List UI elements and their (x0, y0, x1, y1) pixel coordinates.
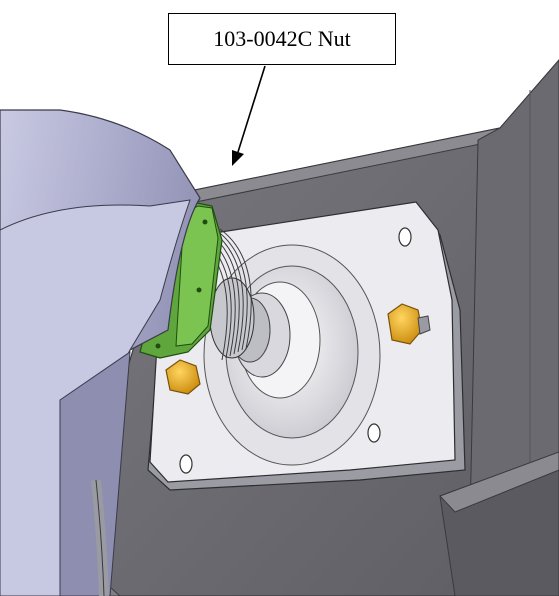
callout-label: 103-0042C Nut (213, 26, 351, 51)
bolt-head-left (165, 359, 201, 395)
flange-hole-icon (179, 454, 193, 474)
flange-hole-icon (398, 227, 412, 247)
threaded-fitting (195, 228, 255, 361)
callout-label-box: 103-0042C Nut (168, 13, 396, 65)
callout-arrow (232, 65, 266, 166)
nozzle-body (0, 109, 201, 596)
flange-hole-icon (367, 423, 381, 443)
bolt-head-right (387, 303, 431, 345)
